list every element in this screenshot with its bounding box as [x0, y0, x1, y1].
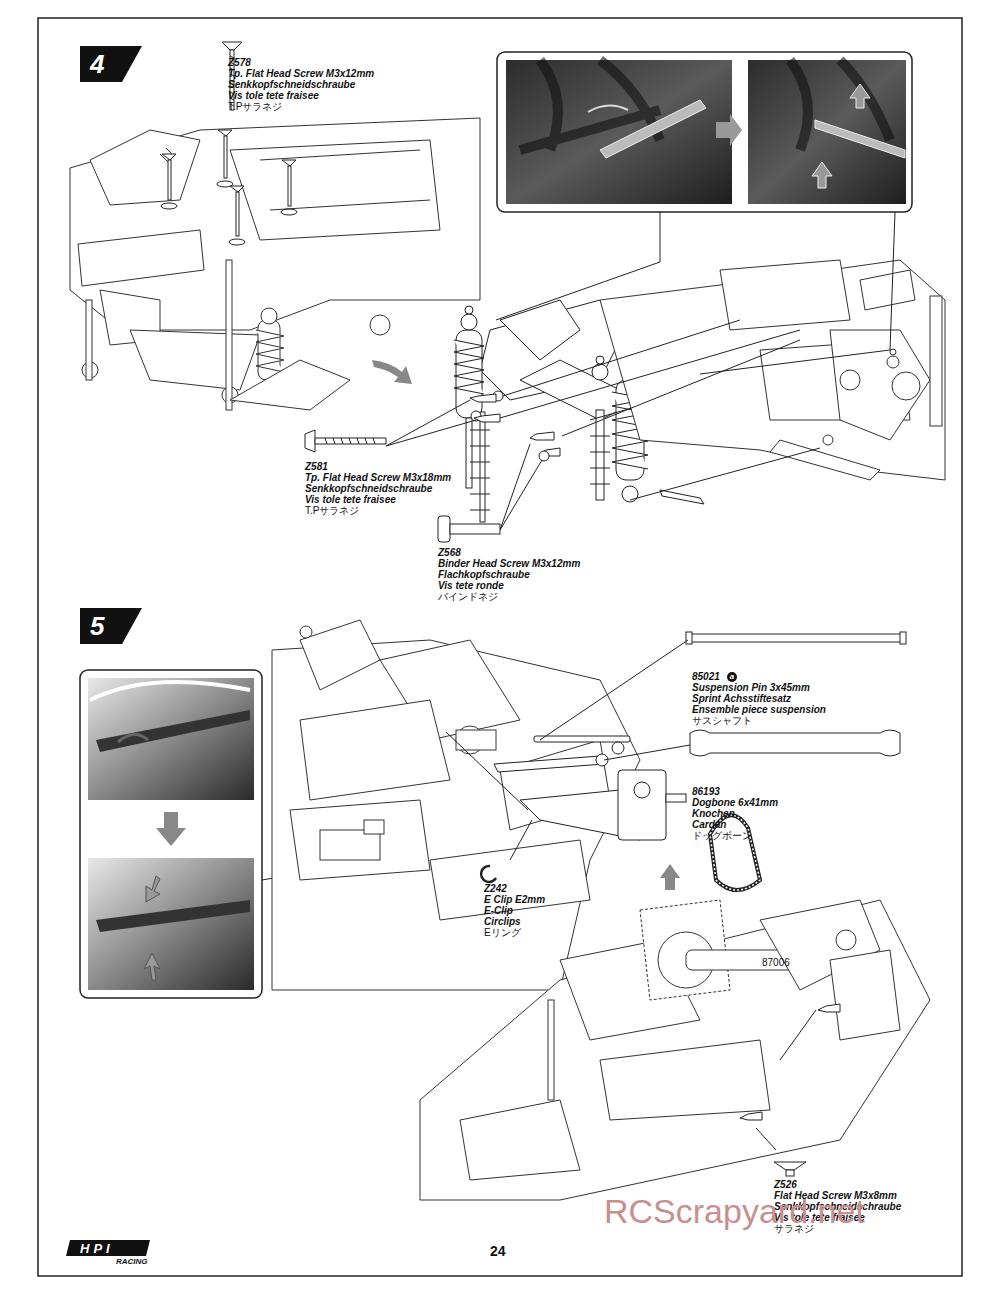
part-name: Senkkopfschneidschraube [305, 484, 432, 494]
part-name: Cardan [692, 820, 726, 830]
part-number: Z242 [484, 884, 507, 894]
step-badge: 5 [80, 608, 142, 644]
step-badge-shape [80, 46, 142, 82]
step-badge-shape [80, 608, 142, 644]
part-name: Dogbone 6x41mm [692, 798, 778, 808]
part-name-japanese: ドッグボーン [692, 831, 752, 841]
step-badge: 4 [80, 46, 142, 82]
part-name: Suspension Pin 3x45mm [692, 683, 810, 693]
part-number: Z581 [305, 462, 328, 472]
part-number: 87006 [762, 958, 790, 968]
part-name: Vis tole tete fraisee [228, 91, 319, 101]
brand-logo: HPI [80, 1242, 114, 1255]
part-number: Z526 [774, 1180, 797, 1190]
part-number: 85021 [692, 672, 720, 682]
step-number: 4 [90, 51, 104, 77]
part-name: Tp. Flat Head Screw M3x12mm [228, 69, 374, 79]
part-name-japanese: サスシャフト [692, 716, 752, 726]
watermark: RCScrapyard.net [604, 1194, 865, 1228]
part-name-japanese: バインドネジ [438, 592, 498, 602]
part-number: Z568 [438, 548, 461, 558]
page-number: 24 [490, 1244, 506, 1258]
part-name: Vis tole tete fraisee [305, 495, 396, 505]
part-name: Knochen [692, 809, 735, 819]
part-name: Sprint Achsstiftesatz [692, 694, 791, 704]
part-name: Flachkopfschraube [438, 570, 530, 580]
step-number: 5 [90, 613, 104, 639]
part-name: E Clip E2mm [484, 895, 545, 905]
brand-logo: RACING [116, 1258, 148, 1266]
part-name: Senkkopfschneidschraube [228, 80, 355, 90]
part-name: Tp. Flat Head Screw M3x18mm [305, 473, 451, 483]
part-name: Binder Head Screw M3x12mm [438, 559, 580, 569]
set-letter: a [727, 672, 737, 682]
part-name-japanese: T.Pサラネジ [305, 506, 359, 516]
part-name-japanese: Eリング [484, 928, 521, 938]
part-name: Vis tete ronde [438, 581, 504, 591]
part-name: Circlips [484, 917, 521, 927]
part-name: E-Clip [484, 906, 513, 916]
part-name: Ensemble piece suspension [692, 705, 826, 715]
part-number: 86193 [692, 787, 720, 797]
part-number: Z578 [228, 58, 251, 68]
part-name-japanese: T.Pサラネジ [228, 102, 282, 112]
